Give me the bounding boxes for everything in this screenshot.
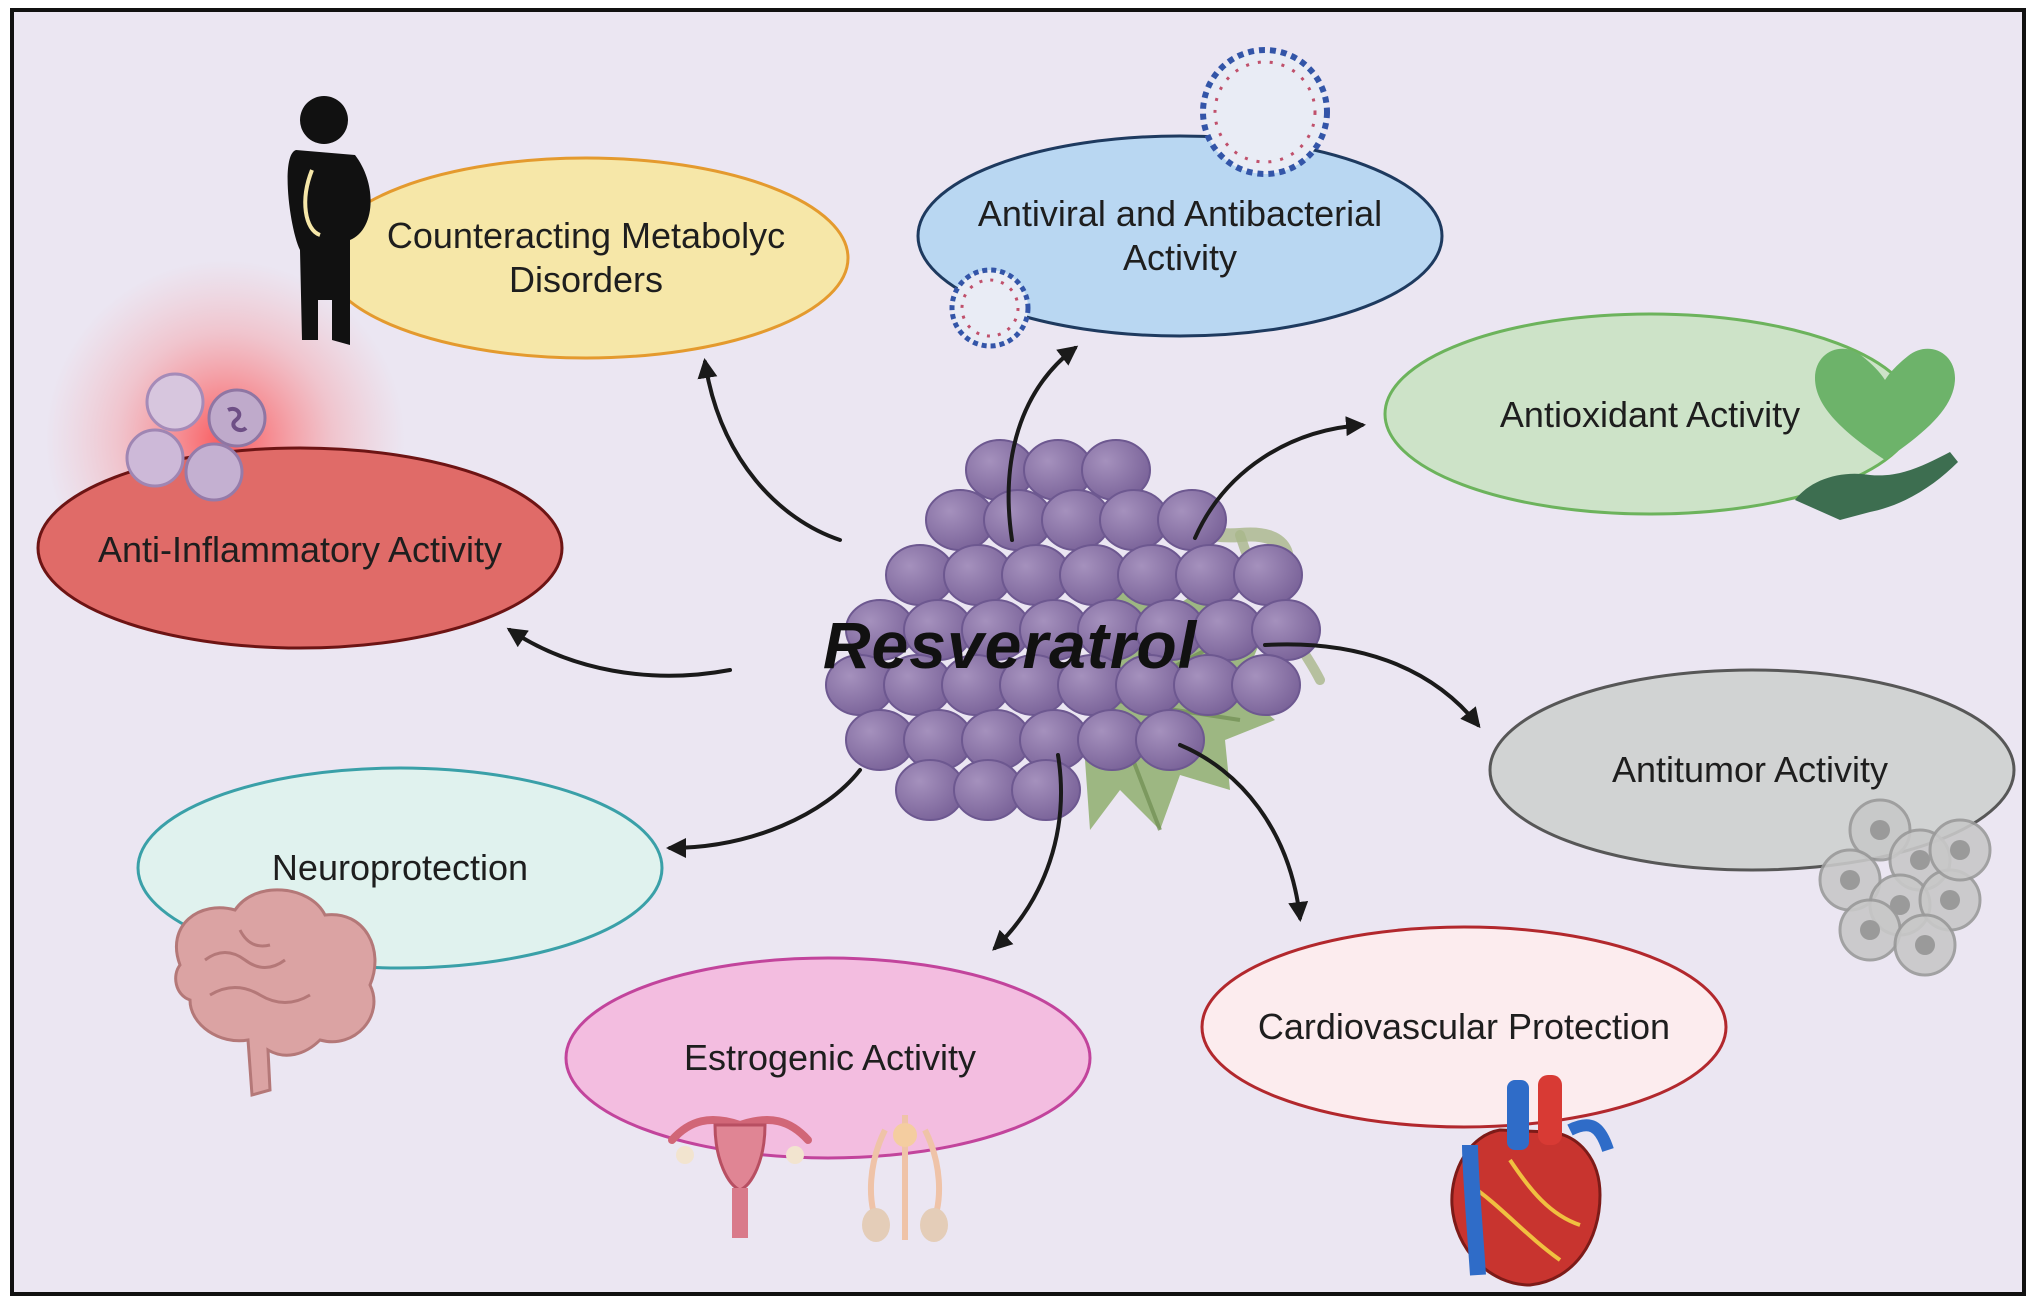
grape-berry	[1251, 599, 1321, 661]
node-metabolic	[322, 156, 850, 360]
arrow-to-metabolic	[697, 358, 842, 542]
arrows	[506, 345, 1481, 951]
virus-icon	[949, 47, 1330, 349]
immune-cells-icon	[125, 372, 267, 502]
tumor-cell-nucleus	[1870, 820, 1890, 840]
reproductive-organs-icon	[668, 1115, 948, 1242]
tumor-cell-nucleus	[1910, 850, 1930, 870]
center-title: Resveratrol	[822, 608, 1198, 682]
brain-icon	[174, 888, 377, 1097]
grape-cluster-icon	[825, 439, 1325, 831]
node-inflammatory	[36, 446, 564, 650]
node-estrogenic	[564, 956, 1092, 1160]
arrow-to-neuro	[666, 768, 862, 858]
person-icon	[287, 96, 371, 345]
arrow-to-antiviral	[1006, 345, 1079, 542]
arrow-to-cardio	[1178, 743, 1309, 922]
tumor-cell-nucleus	[1915, 935, 1935, 955]
tumor-cell-nucleus	[1940, 890, 1960, 910]
grape-berry	[1135, 709, 1205, 771]
arrow-to-inflammatory	[506, 627, 732, 678]
heart-hand-icon	[1795, 348, 1958, 520]
node-antiviral	[916, 134, 1444, 338]
tumor-cell-nucleus	[1890, 895, 1910, 915]
human-heart-icon	[1450, 1075, 1614, 1287]
tumor-cell-nucleus	[1860, 920, 1880, 940]
node-cardio	[1200, 925, 1728, 1129]
grape-berry	[1231, 654, 1301, 716]
tumor-cells-icon	[1818, 798, 1992, 977]
arrow-to-estrogenic	[992, 753, 1063, 951]
arrow-to-antitumor	[1263, 642, 1481, 729]
arrow-to-antioxidant	[1193, 416, 1366, 540]
grape-berry	[1233, 544, 1303, 606]
tumor-cell-nucleus	[1840, 870, 1860, 890]
grape-berry	[1011, 759, 1081, 821]
tumor-cell-nucleus	[1950, 840, 1970, 860]
